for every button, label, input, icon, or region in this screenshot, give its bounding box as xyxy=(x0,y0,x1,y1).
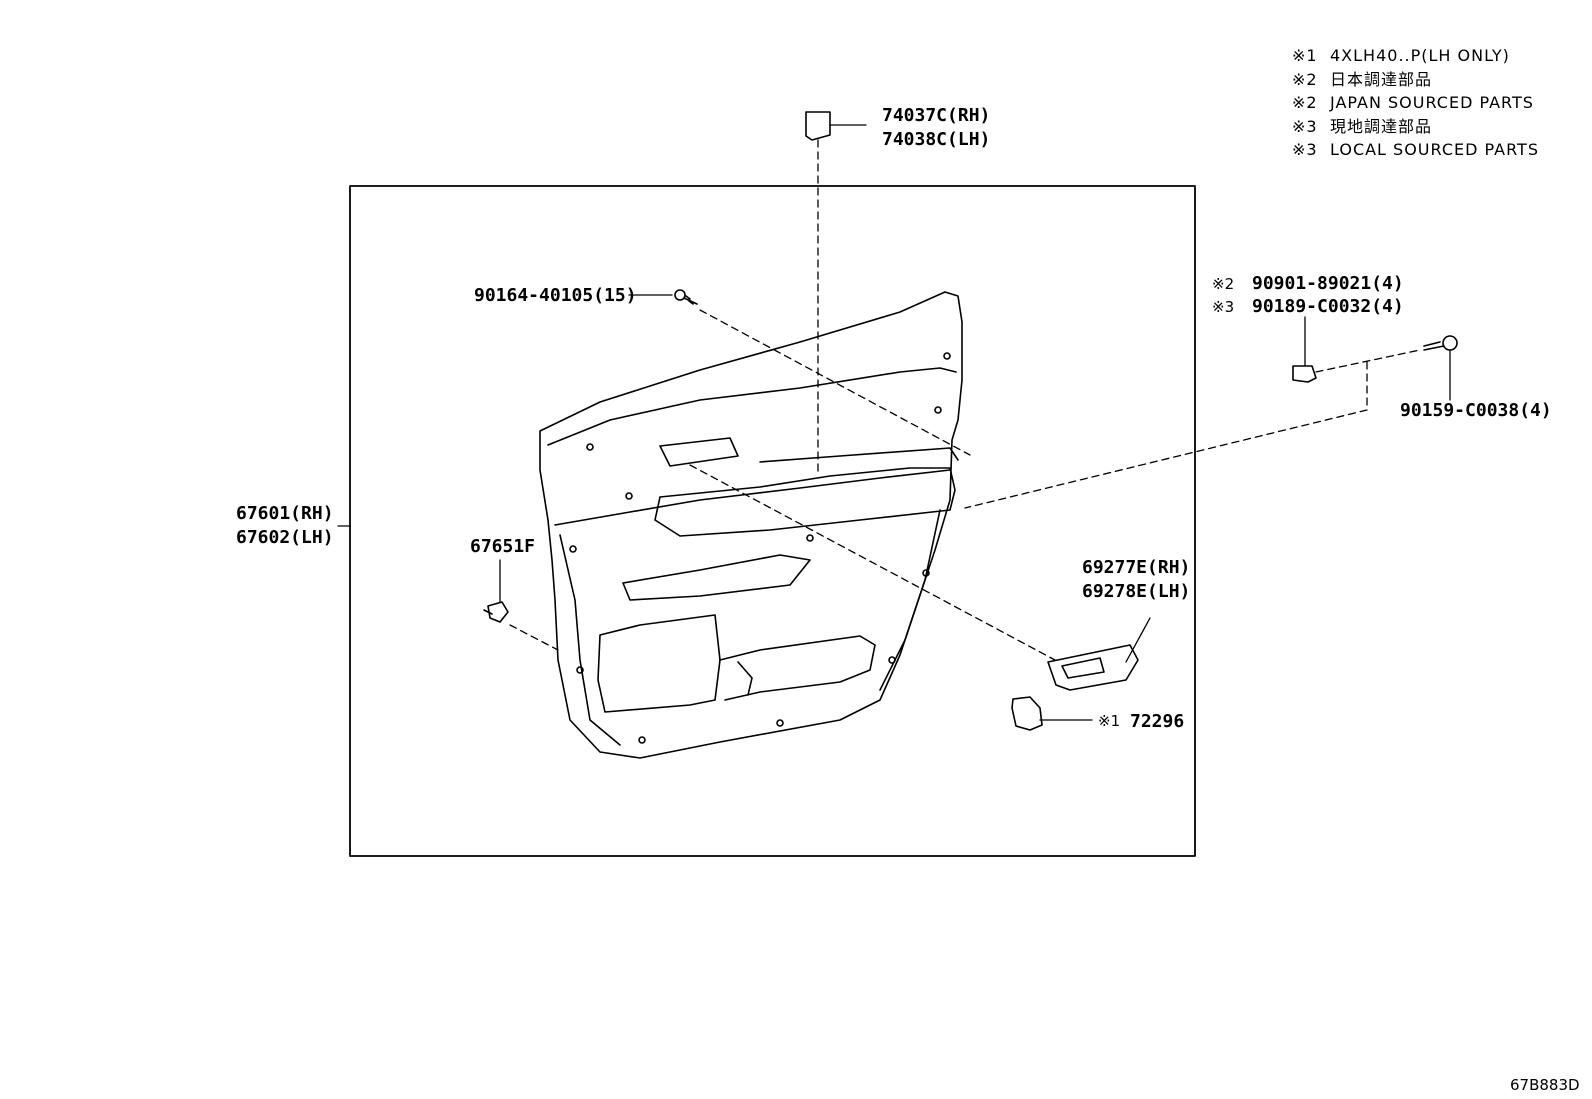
bolt-icon[interactable] xyxy=(1423,335,1458,351)
note-mark: ※2 xyxy=(1292,70,1318,89)
label-bolt: 90159-C0038(4) xyxy=(1400,400,1552,421)
note-mark: ※3 xyxy=(1292,140,1318,159)
note-mark: ※2 xyxy=(1292,93,1318,112)
note-mark: ※1 xyxy=(1292,46,1318,65)
note-text: JAPAN SOURCED PARTS xyxy=(1329,93,1534,112)
label-bezel-lh: 69278E(LH) xyxy=(1082,581,1190,602)
door-trim-panel-icon[interactable] xyxy=(539,291,963,759)
assembly-frame xyxy=(349,185,1196,857)
label-panel-rh: 67601(RH) xyxy=(236,503,334,524)
leader-lines xyxy=(337,124,1451,721)
note-text: 現地調達部品 xyxy=(1330,117,1432,136)
label-switch: 72296 xyxy=(1130,711,1184,732)
label-panel-lh: 67602(LH) xyxy=(236,527,334,548)
part-labels: 74037C(RH) 74038C(LH) 90164-40105(15) ※2… xyxy=(236,105,1552,732)
note-text: LOCAL SOURCED PARTS xyxy=(1330,140,1539,159)
cover-piece-icon[interactable] xyxy=(805,111,831,141)
clip-icon[interactable] xyxy=(483,601,509,623)
mark-switch: ※1 xyxy=(1098,712,1120,730)
label-bezel-rh: 69277E(RH) xyxy=(1082,557,1190,578)
note-text: 日本調達部品 xyxy=(1330,70,1432,89)
note-mark: ※3 xyxy=(1292,117,1318,136)
nut-icon[interactable] xyxy=(1292,365,1317,383)
label-nut-local: 90189-C0032(4) xyxy=(1252,296,1404,317)
switch-bezel-icon[interactable] xyxy=(1047,644,1139,691)
label-screw-jp: 90901-89021(4) xyxy=(1252,273,1404,294)
notes-block: ※1 4XLH40..P(LH ONLY) ※2 日本調達部品 ※2 JAPAN… xyxy=(1292,46,1539,159)
assembly-dashed-lines xyxy=(509,139,1421,661)
label-screw-top: 90164-40105(15) xyxy=(474,285,637,306)
mark-nut-local: ※3 xyxy=(1212,298,1234,316)
note-text: 4XLH40..P(LH ONLY) xyxy=(1330,46,1510,65)
mark-screw-jp: ※2 xyxy=(1212,275,1234,293)
label-cover-lh: 74038C(LH) xyxy=(882,129,990,150)
power-window-switch-icon[interactable] xyxy=(1011,696,1043,731)
label-cover-rh: 74037C(RH) xyxy=(882,105,990,126)
diagram-code: 67B883D xyxy=(1510,1076,1580,1094)
label-clip: 67651F xyxy=(470,536,535,557)
screw-icon[interactable] xyxy=(674,289,698,305)
